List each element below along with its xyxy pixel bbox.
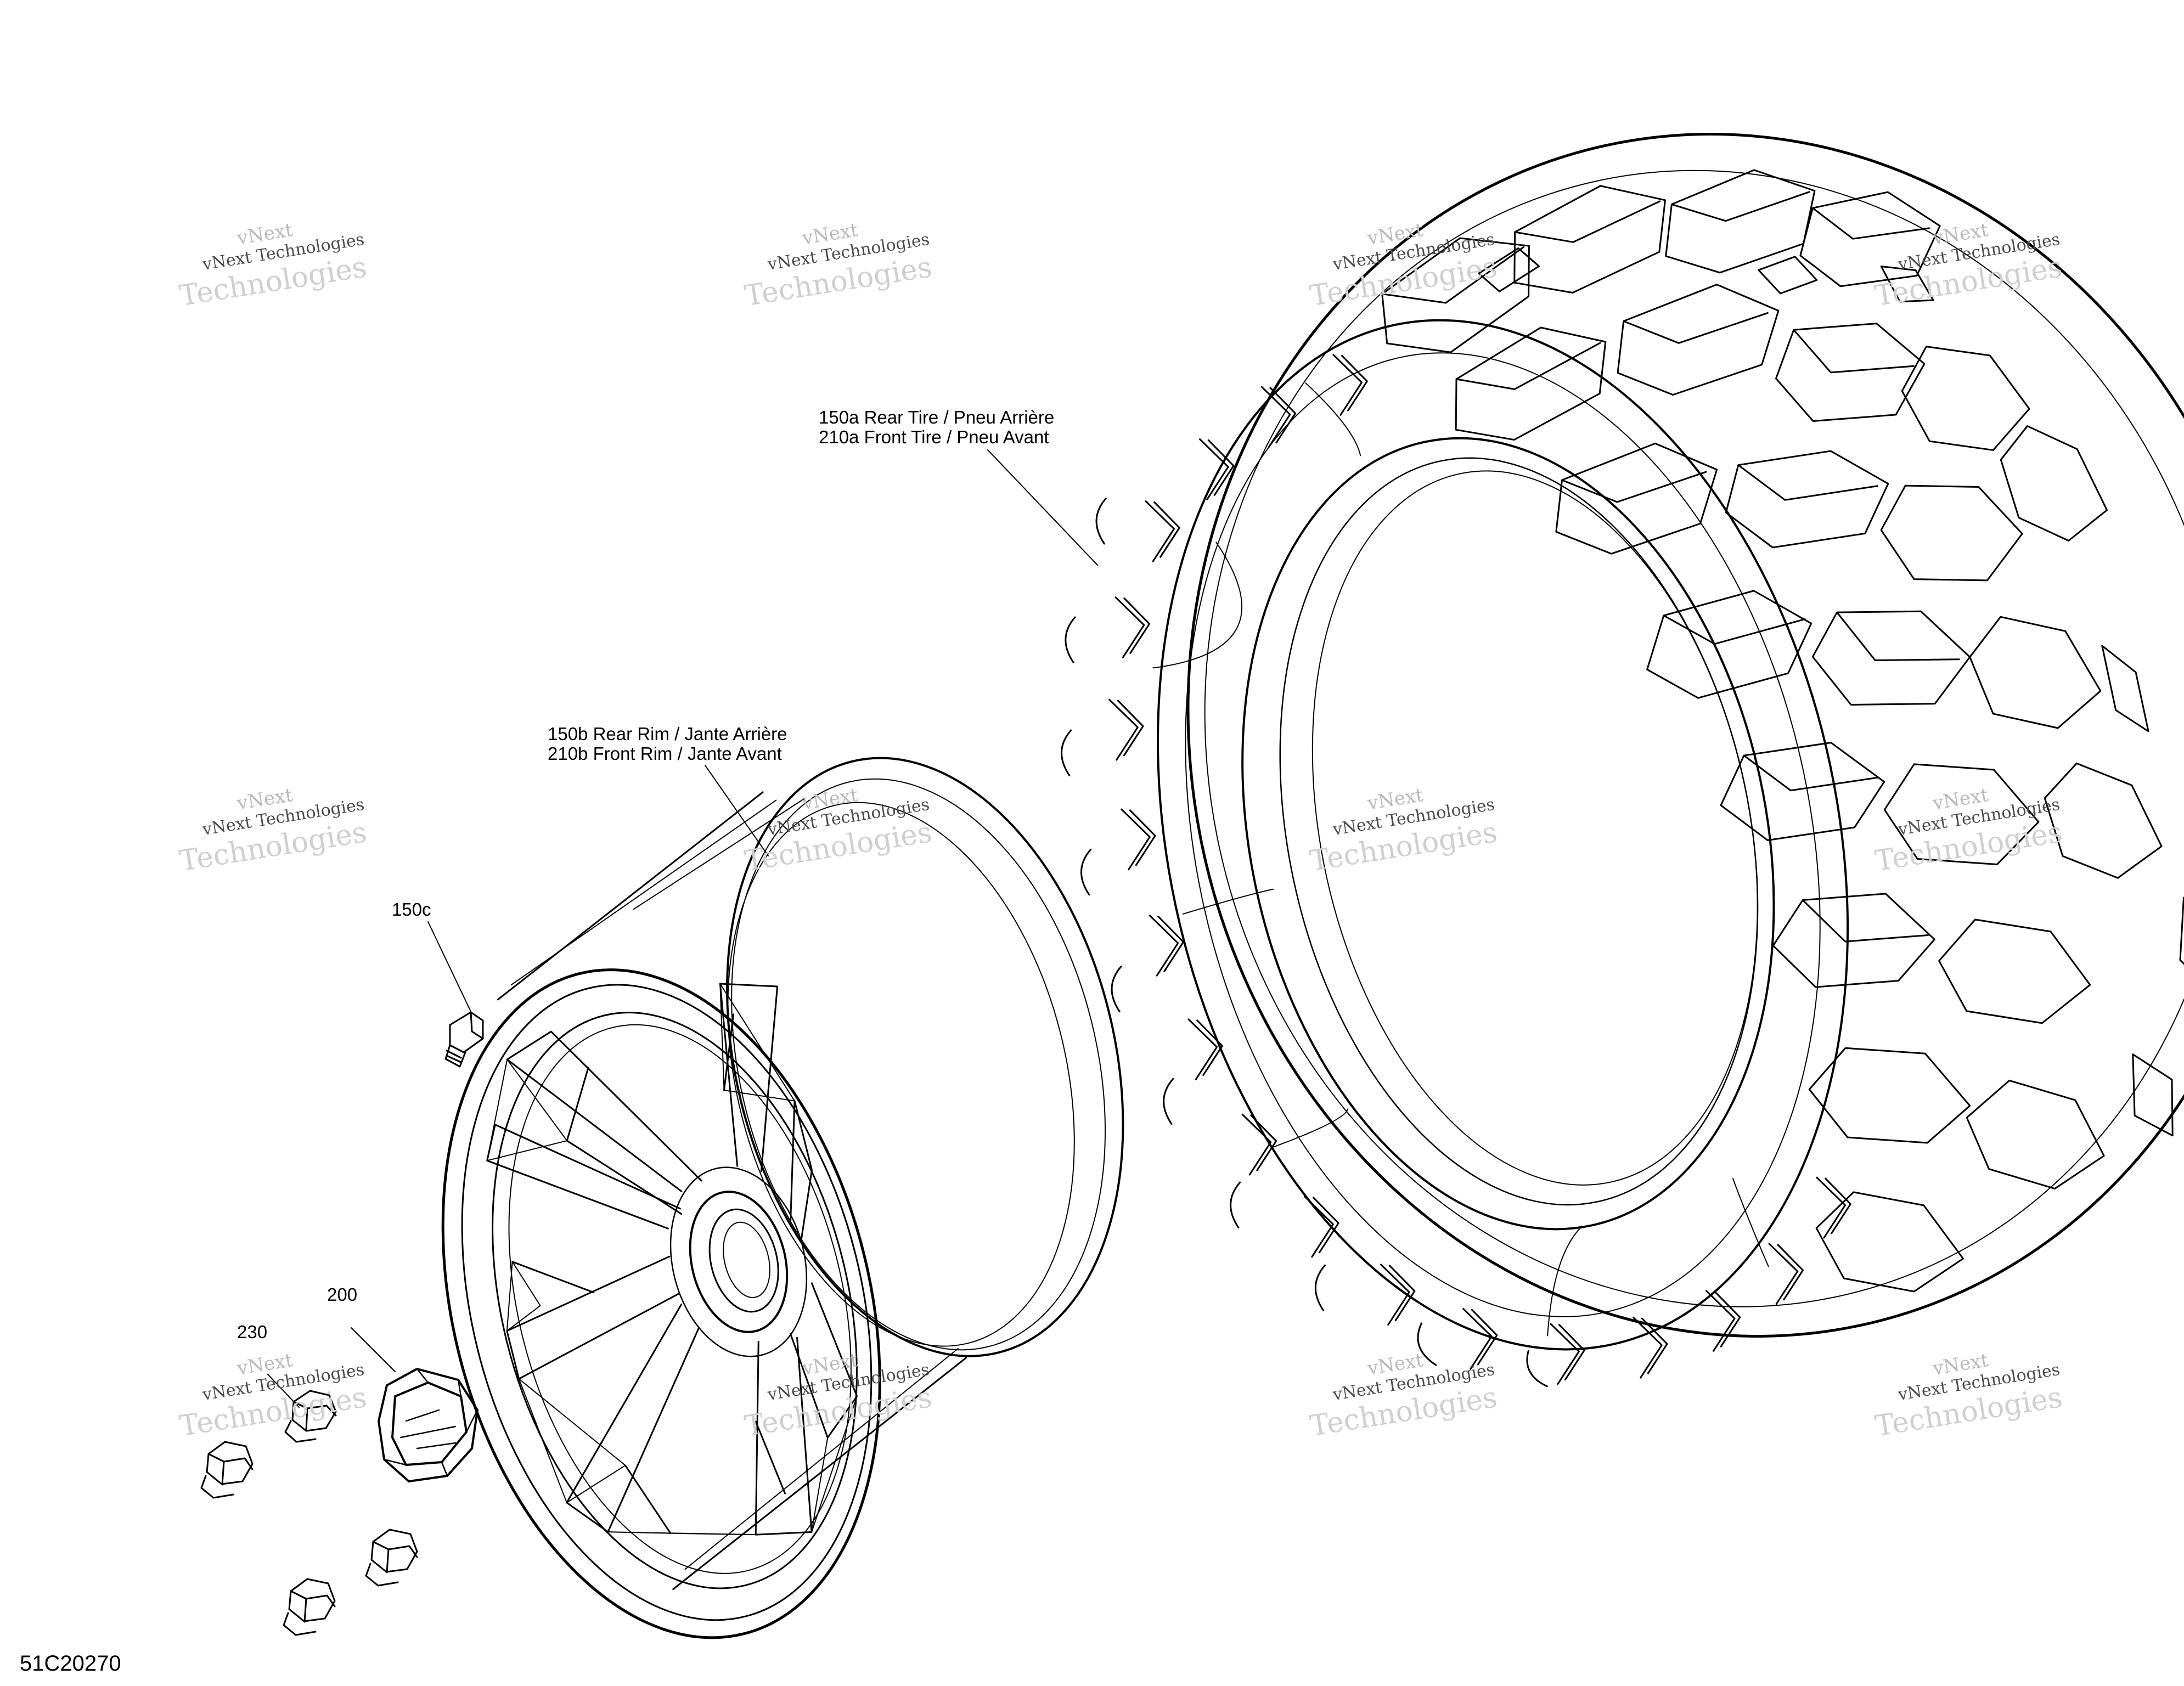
nut-callout: 230 — [237, 1322, 268, 1342]
rim-callout-line2: 210b Front Rim / Jante Avant — [548, 743, 782, 764]
tire-callout: 150a Rear Tire / Pneu Arrière 210a Front… — [819, 408, 1054, 447]
valve-callout: 150c — [392, 899, 431, 920]
figure-code: 51C20270 — [20, 1651, 121, 1676]
valve-stem — [444, 1011, 484, 1068]
lug-nut — [365, 1529, 418, 1587]
lug-nut — [200, 1441, 254, 1499]
rim-callout: 150b Rear Rim / Jante Arrière 210b Front… — [548, 724, 787, 764]
tire-callout-line1: 150a Rear Tire / Pneu Arrière — [819, 407, 1055, 427]
leader-lines — [267, 449, 1098, 1408]
cap-callout: 200 — [327, 1284, 358, 1305]
tire — [1061, 133, 2184, 1388]
tire-callout-line2: 210a Front Tire / Pneu Avant — [819, 427, 1049, 447]
center-cap — [378, 1368, 479, 1482]
lug-nut — [284, 1390, 337, 1443]
rim-callout-line1: 150b Rear Rim / Jante Arrière — [548, 724, 787, 744]
rim — [441, 757, 1124, 1639]
lug-nut — [283, 1578, 336, 1636]
